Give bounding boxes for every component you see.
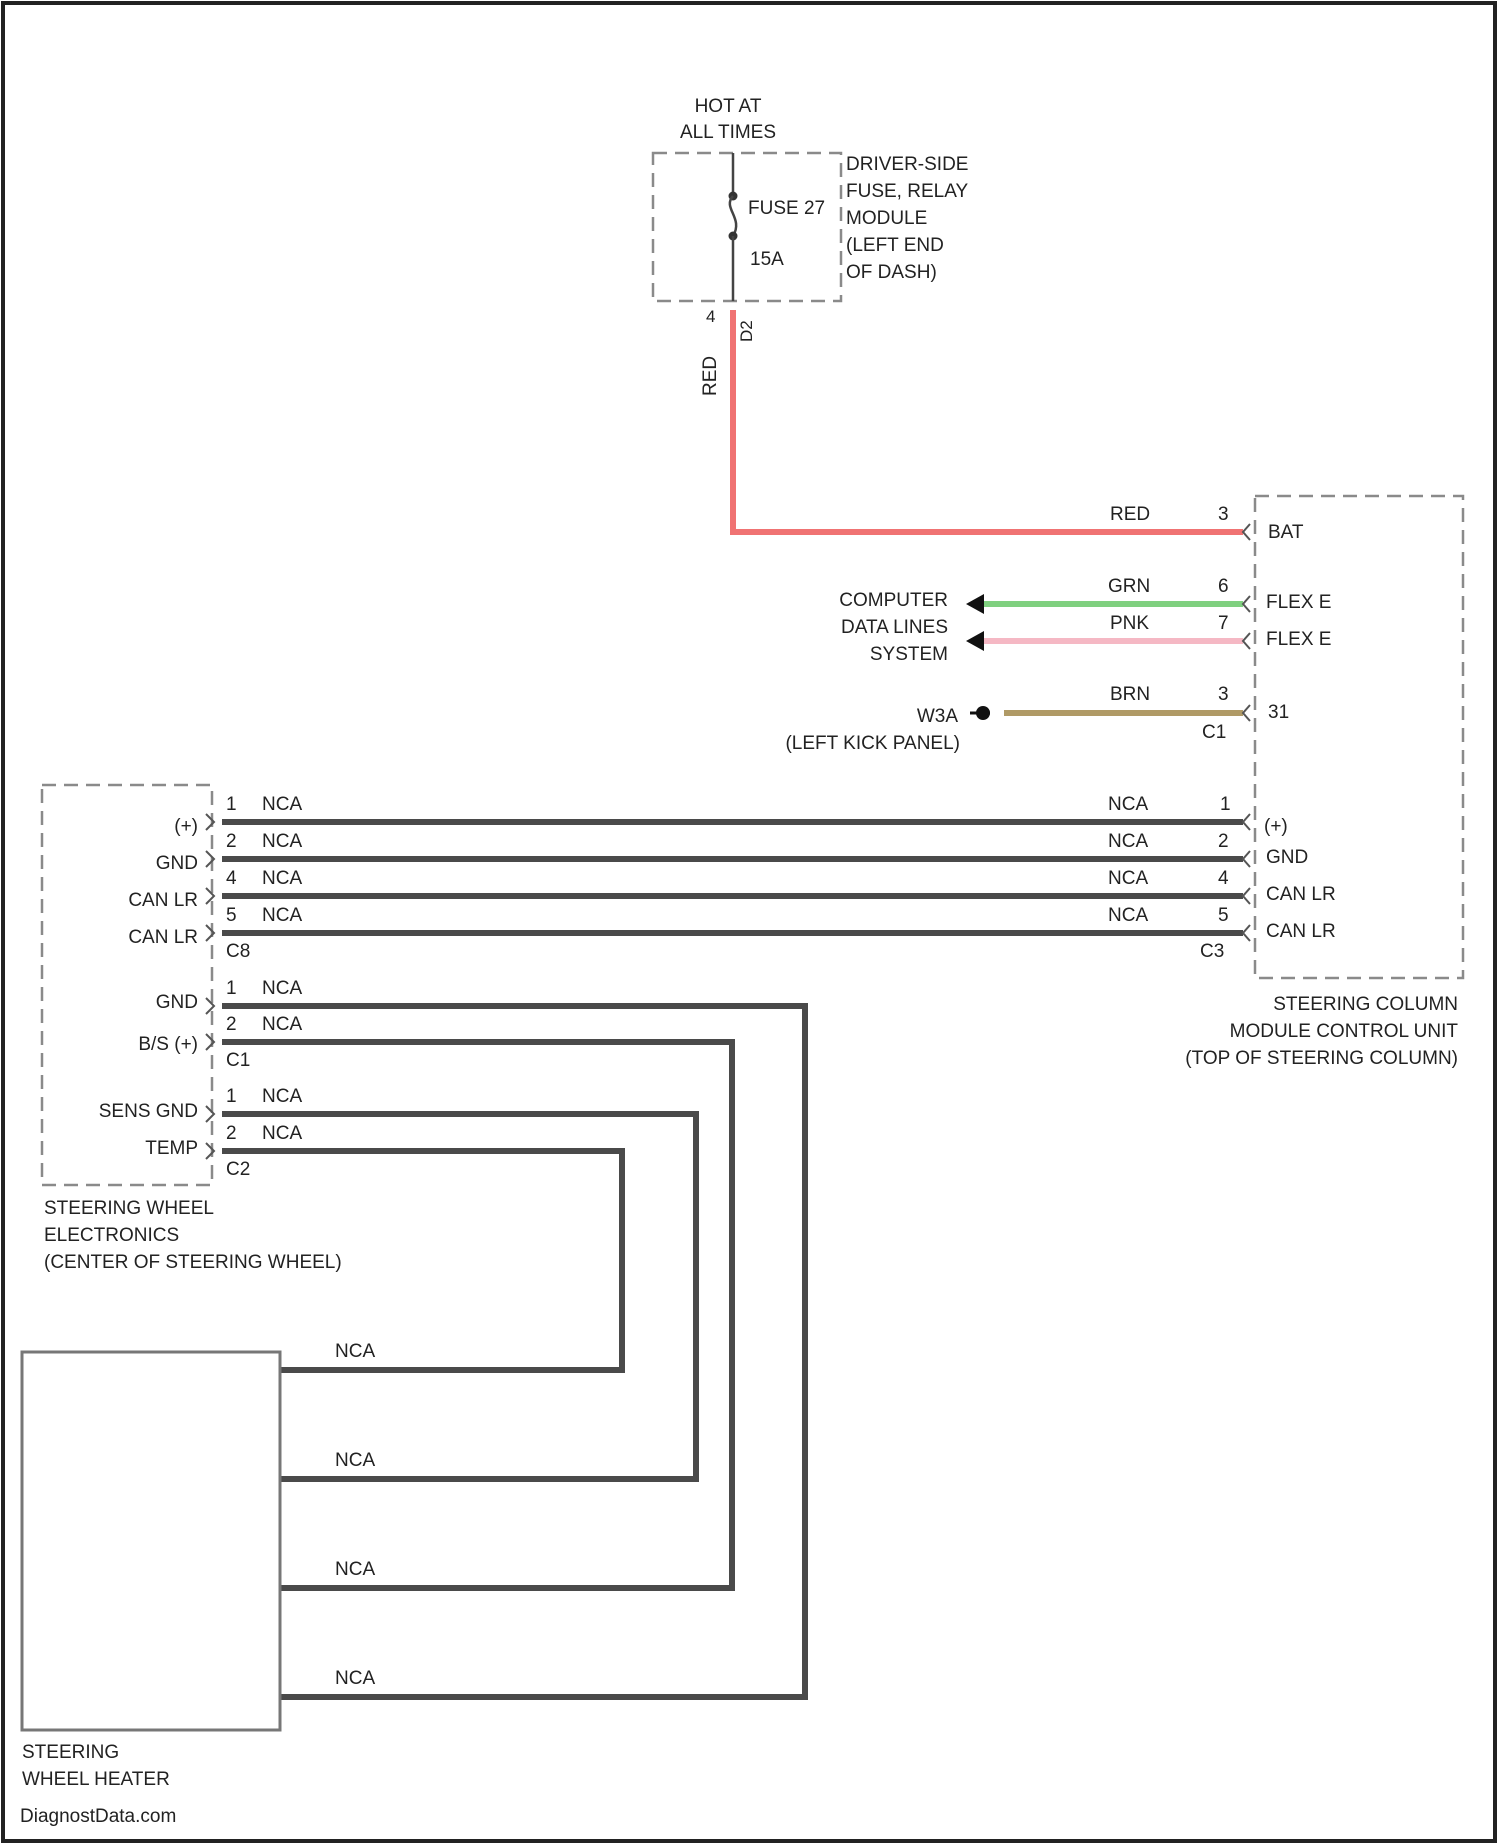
scm-c3-label-2: GND bbox=[1266, 847, 1308, 868]
computer-data-name-2: DATA LINES bbox=[841, 617, 948, 638]
fuse-module-name-1: DRIVER-SIDE bbox=[846, 154, 968, 175]
swe-c1-label-2: B/S (+) bbox=[138, 1034, 198, 1055]
heater-wire-label-3: NCA bbox=[335, 1559, 375, 1580]
computer-data-name-1: COMPUTER bbox=[839, 590, 948, 611]
swe-c8-pin-5: 5 bbox=[226, 905, 237, 926]
swe-c8-pin-2: 2 bbox=[226, 831, 237, 852]
swe-c2-wire-1: NCA bbox=[262, 1086, 302, 1107]
fuse-connector-pin: 4 bbox=[706, 307, 715, 326]
hot-at-label: HOT AT bbox=[695, 96, 762, 117]
fuse-module-name-4: (LEFT END bbox=[846, 235, 944, 256]
fuse-module-name-3: MODULE bbox=[846, 208, 927, 229]
scm-c3-pin-5: 5 bbox=[1218, 905, 1229, 926]
swe-c1-label-1: GND bbox=[156, 992, 198, 1013]
heater-wire-label-1: NCA bbox=[335, 1341, 375, 1362]
scm-c3-wire-5: NCA bbox=[1108, 905, 1148, 926]
scm-bat-pin: 3 bbox=[1218, 504, 1229, 525]
swe-c1-wire-2: NCA bbox=[262, 1014, 302, 1035]
heater-name-1: STEERING bbox=[22, 1742, 119, 1763]
ground-label: W3A bbox=[917, 706, 959, 727]
scm-name-2: MODULE CONTROL UNIT bbox=[1230, 1021, 1459, 1042]
swe-c2-pin-1: 1 bbox=[226, 1086, 237, 1107]
swe-name-3: (CENTER OF STEERING WHEEL) bbox=[44, 1252, 342, 1273]
swe-c8-label-5: CAN LR bbox=[128, 927, 198, 948]
swe-name-1: STEERING WHEEL bbox=[44, 1198, 214, 1219]
scm-c3-wire-1: NCA bbox=[1108, 794, 1148, 815]
scm-c3-wire-2: NCA bbox=[1108, 831, 1148, 852]
swe-c1-connector-id: C1 bbox=[226, 1050, 250, 1071]
scm-pnk-pin: 7 bbox=[1218, 613, 1229, 634]
swe-c1-pin-1: 1 bbox=[226, 978, 237, 999]
scm-c3-pin-4: 4 bbox=[1218, 868, 1229, 889]
scm-grn-label: FLEX E bbox=[1266, 592, 1331, 613]
scm-brn-pin: 3 bbox=[1218, 684, 1229, 705]
scm-c3-wire-4: NCA bbox=[1108, 868, 1148, 889]
swe-c2-label-2: TEMP bbox=[145, 1138, 198, 1159]
scm-grn-wire: GRN bbox=[1108, 576, 1150, 597]
heater-wire-label-4: NCA bbox=[335, 1668, 375, 1689]
heater-box bbox=[22, 1352, 280, 1730]
swe-c8-wire-1: NCA bbox=[262, 794, 302, 815]
swe-c8-wire-2: NCA bbox=[262, 831, 302, 852]
swe-c8-label-1: (+) bbox=[174, 816, 198, 837]
scm-c3-label-5: CAN LR bbox=[1266, 921, 1336, 942]
scm-c3-label-1: (+) bbox=[1264, 816, 1288, 837]
fuse-module-name-2: FUSE, RELAY bbox=[846, 181, 968, 202]
scm-c3-connector-id: C3 bbox=[1200, 941, 1224, 962]
ground-location: (LEFT KICK PANEL) bbox=[785, 733, 960, 754]
fuse-label: FUSE 27 bbox=[748, 198, 825, 219]
swe-c8-label-4: CAN LR bbox=[128, 890, 198, 911]
scm-bat-label: BAT bbox=[1268, 522, 1304, 543]
fuse-module-name-5: OF DASH) bbox=[846, 262, 937, 283]
swe-c8-wire-5: NCA bbox=[262, 905, 302, 926]
red-wire-vertical-label: RED bbox=[700, 356, 721, 396]
scm-grn-pin: 6 bbox=[1218, 576, 1229, 597]
scm-pnk-wire: PNK bbox=[1110, 613, 1149, 634]
fuse-rating: 15A bbox=[750, 249, 784, 270]
scm-name-3: (TOP OF STEERING COLUMN) bbox=[1185, 1048, 1458, 1069]
scm-brn-wire: BRN bbox=[1110, 684, 1150, 705]
scm-pnk-label: FLEX E bbox=[1266, 629, 1331, 650]
swe-c8-pin-1: 1 bbox=[226, 794, 237, 815]
scm-name-1: STEERING COLUMN bbox=[1273, 994, 1458, 1015]
all-times-label: ALL TIMES bbox=[680, 122, 776, 143]
swe-c2-pin-2: 2 bbox=[226, 1123, 237, 1144]
scm-c3-pin-2: 2 bbox=[1218, 831, 1229, 852]
swe-c1-wire-1: NCA bbox=[262, 978, 302, 999]
scm-c3-label-4: CAN LR bbox=[1266, 884, 1336, 905]
scm-bat-wire: RED bbox=[1110, 504, 1150, 525]
swe-c1-pin-2: 2 bbox=[226, 1014, 237, 1035]
scm-c3-pin-1: 1 bbox=[1220, 794, 1231, 815]
scm-c1-connector: C1 bbox=[1202, 722, 1226, 743]
heater-wire-label-2: NCA bbox=[335, 1450, 375, 1471]
swe-c2-label-1: SENS GND bbox=[99, 1101, 198, 1122]
swe-c8-wire-4: NCA bbox=[262, 868, 302, 889]
swe-c2-connector-id: C2 bbox=[226, 1159, 250, 1180]
watermark: DiagnostData.com bbox=[20, 1806, 176, 1827]
swe-c8-pin-4: 4 bbox=[226, 868, 237, 889]
scm-brn-label: 31 bbox=[1268, 702, 1289, 723]
swe-name-2: ELECTRONICS bbox=[44, 1225, 179, 1246]
swe-c8-connector-id: C8 bbox=[226, 941, 250, 962]
fuse-connector-id: D2 bbox=[737, 320, 756, 342]
heater-name-2: WHEEL HEATER bbox=[22, 1769, 170, 1790]
computer-data-name-3: SYSTEM bbox=[870, 644, 948, 665]
swe-c8-label-2: GND bbox=[156, 853, 198, 874]
swe-c2-wire-2: NCA bbox=[262, 1123, 302, 1144]
